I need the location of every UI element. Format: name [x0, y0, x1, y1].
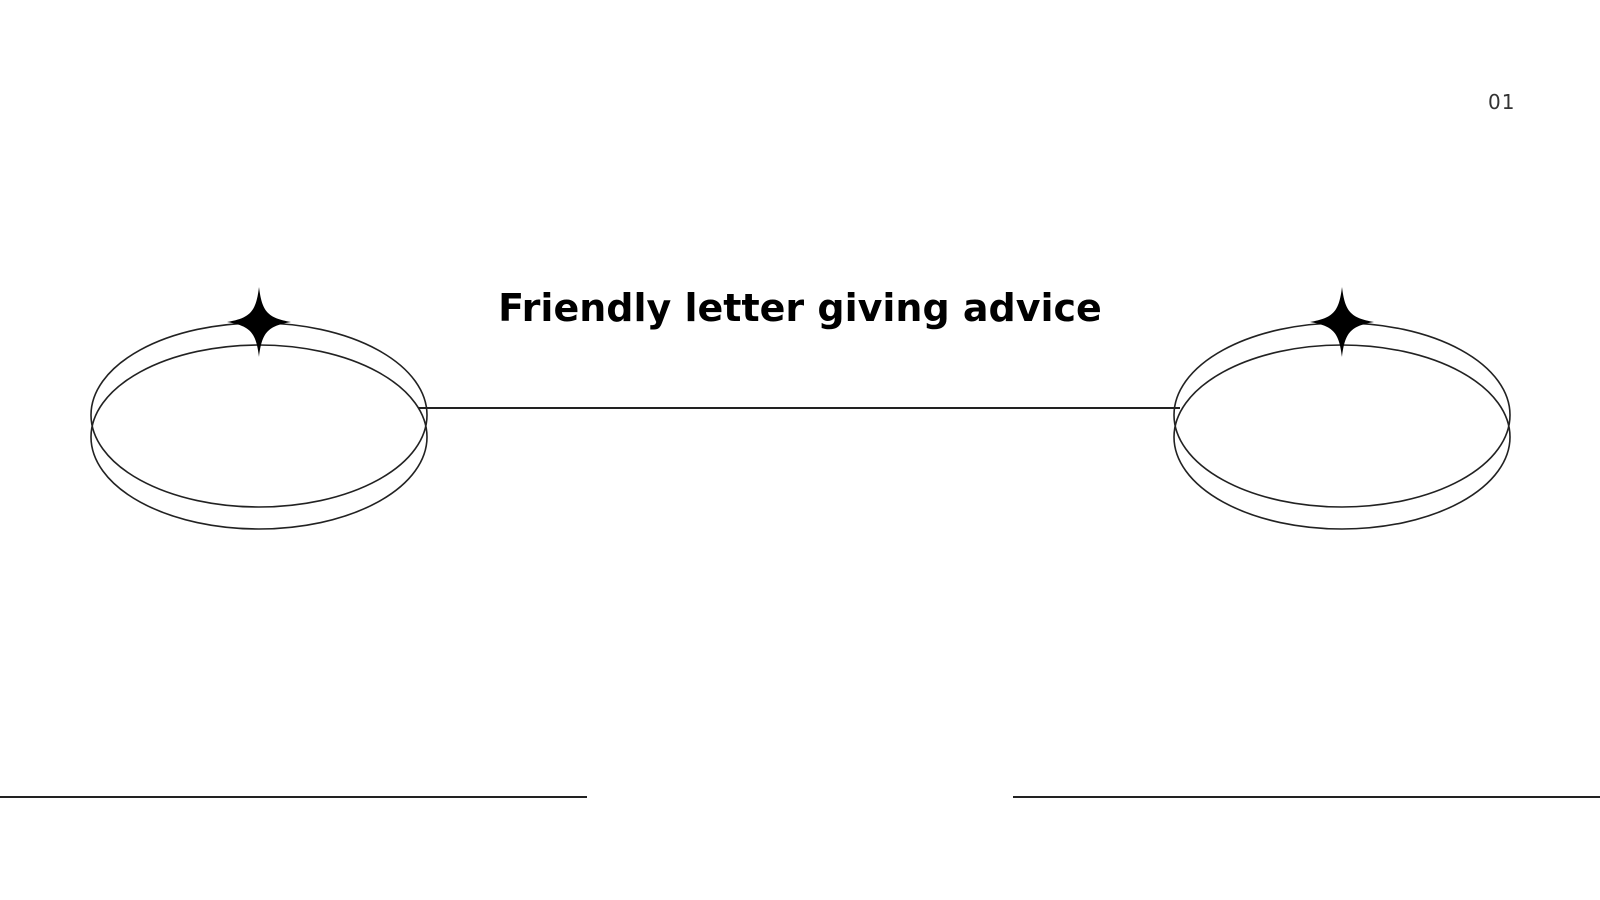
page-number: 01 — [1488, 90, 1516, 114]
slide-title: Friendly letter giving advice — [498, 286, 1102, 330]
left-ring-sparkle-icon — [90, 287, 428, 530]
right-ring-sparkle-icon — [1173, 287, 1511, 530]
